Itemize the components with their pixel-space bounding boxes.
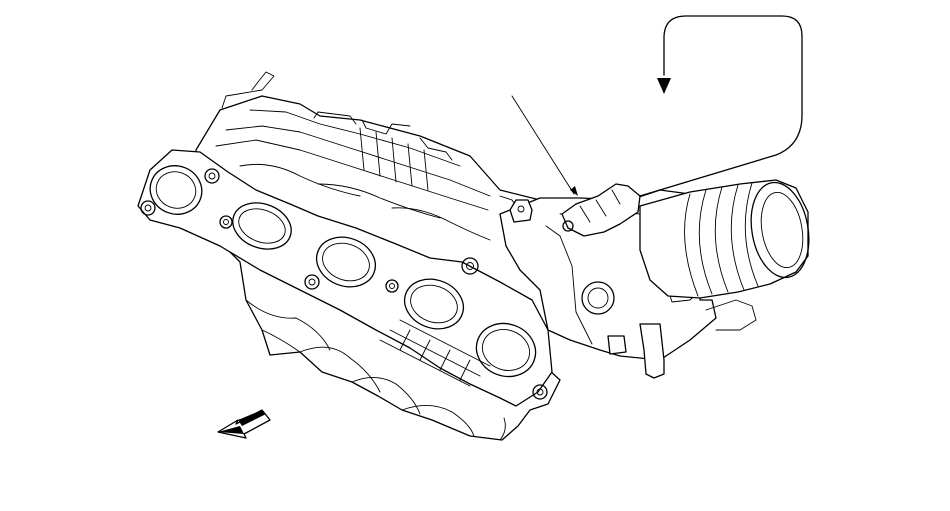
throttle-port-icon [581, 281, 615, 315]
small-fitting [607, 335, 627, 355]
intake-port-3 [315, 236, 377, 288]
leader-arrowhead-icon [570, 186, 578, 196]
intake-port-1 [149, 165, 203, 215]
callout-arrow-icon [639, 15, 803, 197]
intake-port-5 [475, 322, 537, 378]
intake-port-2 [232, 202, 292, 250]
manifold-flange [137, 149, 553, 407]
air-intake-bellows [639, 179, 810, 299]
intake-port-4 [403, 278, 465, 330]
flange-bolt-holes [140, 168, 548, 400]
coolant-fitting [639, 323, 665, 379]
sensor-connector [561, 183, 641, 237]
leader-line [511, 95, 575, 195]
mounting-bolt [509, 199, 533, 223]
front-direction-arrow-icon [217, 409, 271, 439]
